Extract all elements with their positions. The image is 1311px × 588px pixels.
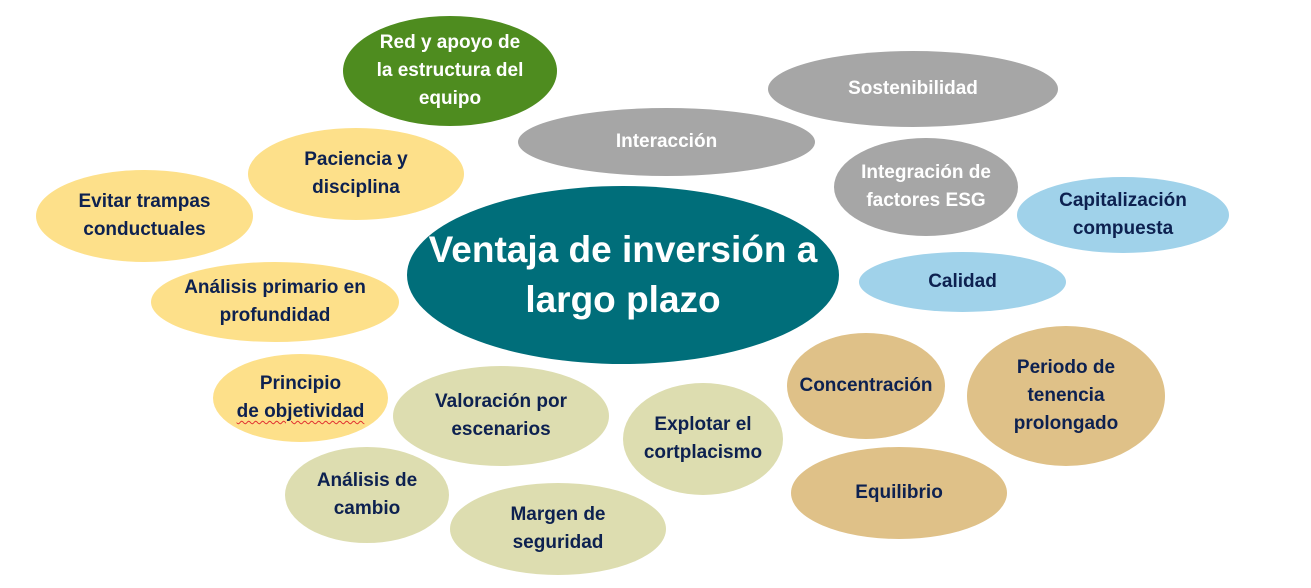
bubble-red-apoyo: Red y apoyo de la estructura del equipo [343, 16, 557, 126]
bubble-paciencia: Paciencia y disciplina [248, 128, 464, 220]
bubble-analisis-cambio: Análisis de cambio [285, 447, 449, 543]
bubble-concentracion: Concentración [787, 333, 945, 439]
bubble-sostenibilidad: Sostenibilidad [768, 51, 1058, 127]
bubble-integracion-esg: Integración de factores ESG [834, 138, 1018, 236]
bubble-margen: Margen de seguridad [450, 483, 666, 575]
center-bubble: Ventaja de inversión a largo plazo [407, 186, 839, 364]
bubble-equilibrio: Equilibrio [791, 447, 1007, 539]
bubble-periodo: Periodo de tenencia prolongado [967, 326, 1165, 466]
bubble-evitar-trampas: Evitar trampas conductuales [36, 170, 253, 262]
principio-line1: Principio [259, 373, 342, 394]
bubble-capitalizacion: Capitalización compuesta [1017, 177, 1229, 253]
bubble-valoracion: Valoración por escenarios [393, 366, 609, 466]
principio-line2: de objetividad [236, 401, 365, 422]
bubble-interaccion: Interacción [518, 108, 815, 176]
bubble-calidad: Calidad [859, 252, 1066, 312]
bubble-analisis-primario: Análisis primario en profundidad [151, 262, 399, 342]
bubble-principio: Principio de objetividad [213, 354, 388, 442]
bubble-explotar: Explotar el cortplacismo [623, 383, 783, 495]
